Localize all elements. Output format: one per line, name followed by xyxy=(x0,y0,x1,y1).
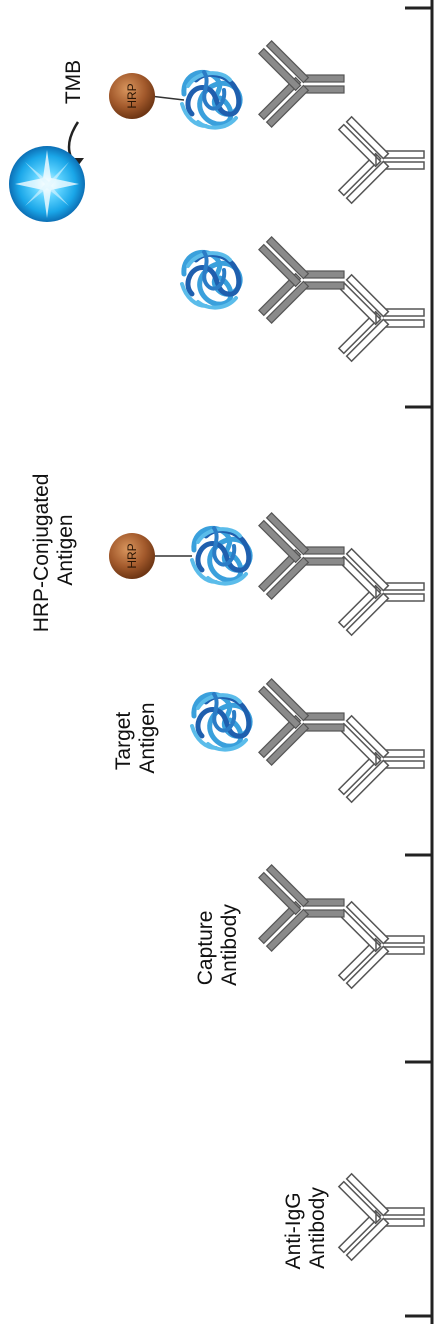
label-tmb: TMB xyxy=(62,60,85,104)
anti-igg-antibody-icon xyxy=(338,548,425,636)
anti-igg-antibody-icon xyxy=(338,715,425,803)
antigen-icon xyxy=(192,694,250,750)
label-anti-igg: Anti-IgG Antibody xyxy=(282,1187,329,1270)
anti-igg-antibody-icon xyxy=(338,274,425,362)
antigen-icon xyxy=(192,528,250,584)
antigen-icon xyxy=(182,252,240,308)
svg-text:HRP: HRP xyxy=(125,83,139,108)
label-target-antigen: Target Antigen xyxy=(112,702,159,773)
capture-antibody-icon xyxy=(258,40,345,128)
anti-igg-antibody-icon xyxy=(338,901,425,989)
capture-antibody-icon xyxy=(258,678,345,766)
signal-burst-icon xyxy=(9,146,85,222)
hrp-enzyme-icon: HRP xyxy=(109,73,155,119)
svg-text:HRP: HRP xyxy=(125,543,139,568)
antigen-icon xyxy=(182,72,240,128)
label-hrp-conjugated-antigen: HRP-Conjugated Antigen xyxy=(30,468,77,633)
capture-antibody-icon xyxy=(258,236,345,324)
hrp-enzyme-icon: HRP xyxy=(109,533,155,579)
capture-antibody-icon xyxy=(258,864,345,952)
anti-igg-antibody-icon xyxy=(338,1173,425,1261)
hrp-linker xyxy=(149,95,185,101)
capture-antibody-icon xyxy=(258,512,345,600)
label-capture: Capture Antibody xyxy=(194,904,241,986)
anti-igg-antibody-icon xyxy=(338,116,425,204)
